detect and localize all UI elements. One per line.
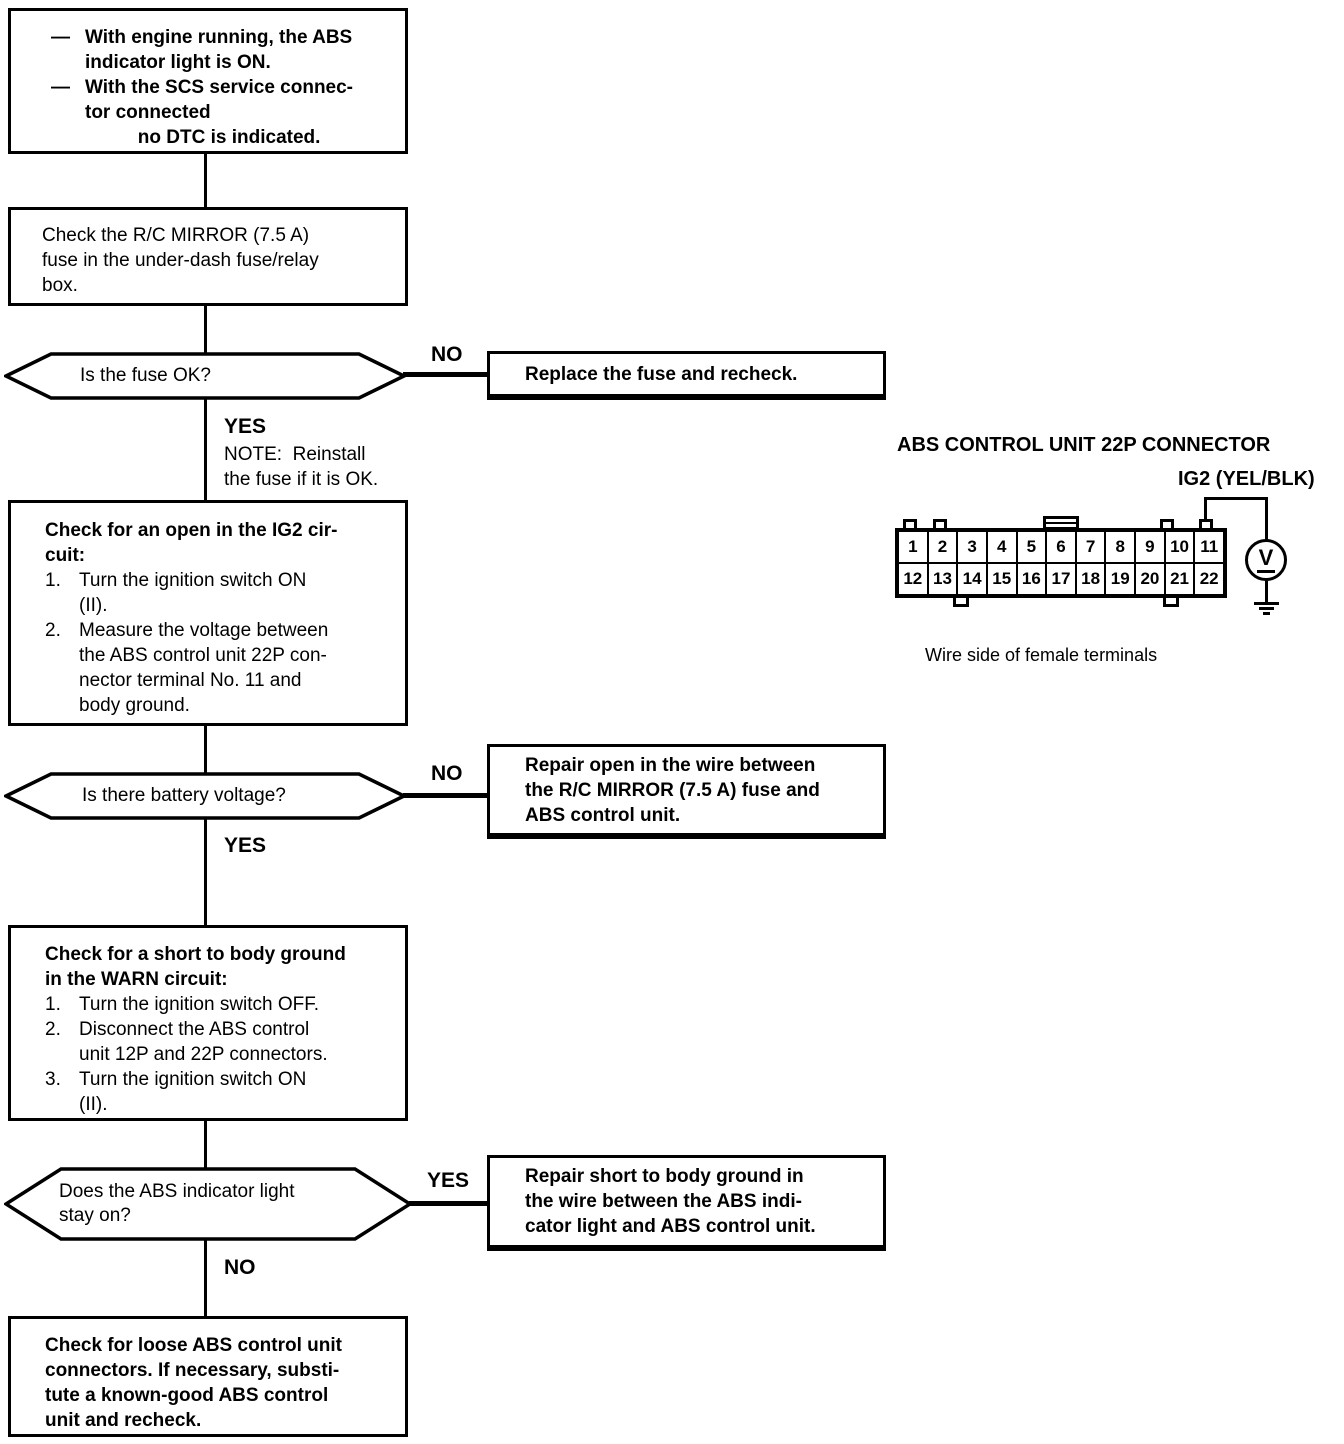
probe-wire bbox=[1204, 497, 1268, 500]
yes-label-1: YES bbox=[224, 415, 267, 438]
connector-bump bbox=[1160, 519, 1174, 529]
flow-line-6 bbox=[204, 1119, 207, 1168]
dash-bullet: — bbox=[51, 77, 70, 98]
yes-label-2: YES bbox=[224, 834, 267, 857]
pin-cell: 16 bbox=[1016, 563, 1047, 595]
decision-fuse-ok: Is the fuse OK? bbox=[4, 352, 406, 400]
abs-22p-connector: 1 2 3 4 5 6 7 8 9 10 11 12 13 14 15 16 1… bbox=[895, 528, 1227, 598]
no-label-1: NO bbox=[431, 343, 463, 366]
pin-cell: 18 bbox=[1075, 563, 1106, 595]
probe-wire bbox=[1265, 497, 1268, 540]
no-label-2: NO bbox=[431, 762, 463, 785]
decision-fuse-question: Is the fuse OK? bbox=[80, 365, 211, 386]
flow-line-5 bbox=[204, 819, 207, 926]
action-box-repair-open: Repair open in the wire between the R/C … bbox=[487, 744, 886, 839]
process-box-check-fuse: Check the R/C MIRROR (7.5 A) fuse in the… bbox=[8, 207, 408, 306]
voltmeter-icon: V bbox=[1245, 539, 1287, 581]
check-fuse-text: Check the R/C MIRROR (7.5 A) fuse in the… bbox=[42, 225, 319, 296]
pin-cell: 12 bbox=[898, 563, 928, 595]
pin-cell: 9 bbox=[1135, 531, 1165, 563]
flow-line-1 bbox=[204, 152, 207, 208]
step-text: Turn the ignition switch ON (II). bbox=[79, 570, 307, 616]
connector-bump bbox=[933, 519, 947, 529]
symptom-item-2: With the SCS service connec- tor connect… bbox=[85, 77, 354, 148]
flow-line-3 bbox=[204, 399, 207, 501]
action-box-repair-short: Repair short to body ground in the wire … bbox=[487, 1155, 886, 1251]
repair-short-text: Repair short to body ground in the wire … bbox=[525, 1166, 816, 1237]
pin-cell: 7 bbox=[1075, 531, 1106, 563]
replace-fuse-text: Replace the fuse and recheck. bbox=[525, 363, 798, 385]
step-text: Turn the ignition switch ON (II). bbox=[79, 1069, 307, 1115]
connector-tab bbox=[953, 598, 969, 607]
pin-cell: 6 bbox=[1046, 531, 1076, 563]
pin-cell: 3 bbox=[957, 531, 987, 563]
voltmeter-label: V bbox=[1256, 547, 1276, 573]
step-text: Disconnect the ABS control unit 12P and … bbox=[79, 1019, 328, 1065]
flow-line-4 bbox=[204, 725, 207, 773]
step-text: Turn the ignition switch OFF. bbox=[79, 994, 320, 1015]
no-label-3: NO bbox=[224, 1256, 256, 1279]
connector-title: ABS CONTROL UNIT 22P CONNECTOR bbox=[897, 434, 1271, 456]
probe-wire bbox=[1204, 497, 1207, 519]
step-number: 1. bbox=[45, 994, 61, 1015]
decision-abs-light-question: Does the ABS indicator light stay on? bbox=[59, 1181, 295, 1226]
process-box-check-ig2: Check for an open in the IG2 cir- cuit: … bbox=[8, 500, 408, 726]
pin-cell: 22 bbox=[1194, 563, 1224, 595]
pin-cell: 19 bbox=[1105, 563, 1136, 595]
pin-cell-11-ig2: 11 bbox=[1194, 531, 1224, 563]
step-number: 3. bbox=[45, 1069, 61, 1090]
check-unit-text: Check for loose ABS control unit connect… bbox=[45, 1335, 342, 1431]
pin-cell: 15 bbox=[986, 563, 1017, 595]
pin-cell: 4 bbox=[986, 531, 1017, 563]
pin-cell: 1 bbox=[898, 531, 928, 563]
pin-cell: 13 bbox=[927, 563, 958, 595]
step-number: 2. bbox=[45, 620, 61, 641]
step-number: 1. bbox=[45, 570, 61, 591]
connector-bump bbox=[1199, 519, 1213, 529]
pin-cell: 14 bbox=[957, 563, 987, 595]
pin-cell: 20 bbox=[1135, 563, 1165, 595]
process-box-check-unit: Check for loose ABS control unit connect… bbox=[8, 1316, 408, 1437]
pin-cell: 10 bbox=[1164, 531, 1195, 563]
repair-open-text: Repair open in the wire between the R/C … bbox=[525, 754, 820, 826]
decision-abs-light: Does the ABS indicator light stay on? bbox=[4, 1167, 412, 1241]
step-number: 2. bbox=[45, 1019, 61, 1040]
check-ig2-title: Check for an open in the IG2 cir- cuit: bbox=[45, 520, 338, 566]
decision-battery-voltage: Is there battery voltage? bbox=[4, 772, 406, 820]
connector-tab bbox=[1163, 598, 1179, 607]
yes-label-3: YES bbox=[427, 1169, 470, 1192]
flow-line-2 bbox=[204, 304, 207, 353]
check-warn-title: Check for a short to body ground in the … bbox=[45, 944, 346, 990]
pin-cell: 21 bbox=[1164, 563, 1195, 595]
connector-caption: Wire side of female terminals bbox=[925, 645, 1158, 665]
connector-bump bbox=[903, 519, 917, 529]
pin-cell: 17 bbox=[1046, 563, 1076, 595]
decision-voltage-question: Is there battery voltage? bbox=[82, 785, 286, 806]
flow-line-yes-3 bbox=[409, 1201, 487, 1206]
note-reinstall: NOTE: Reinstall the fuse if it is OK. bbox=[224, 444, 379, 490]
flow-line-no-2 bbox=[403, 793, 487, 798]
step-text: Measure the voltage between the ABS cont… bbox=[79, 620, 329, 716]
wire-label-ig2: IG2 (YEL/BLK) bbox=[1178, 468, 1315, 490]
flow-line-no-1 bbox=[403, 372, 487, 377]
dash-bullet: — bbox=[51, 27, 70, 48]
process-box-check-warn: Check for a short to body ground in the … bbox=[8, 925, 408, 1121]
action-box-replace-fuse: Replace the fuse and recheck. bbox=[487, 351, 886, 400]
flow-line-7 bbox=[204, 1239, 207, 1317]
latch-line bbox=[1046, 522, 1076, 524]
ground-wire bbox=[1265, 581, 1268, 602]
pin-cell: 5 bbox=[1016, 531, 1047, 563]
pin-cell: 2 bbox=[927, 531, 958, 563]
symptom-item-1: With engine running, the ABS indicator l… bbox=[85, 27, 353, 73]
pin-cell: 8 bbox=[1105, 531, 1136, 563]
symptom-box: — With engine running, the ABS indicator… bbox=[8, 8, 408, 154]
